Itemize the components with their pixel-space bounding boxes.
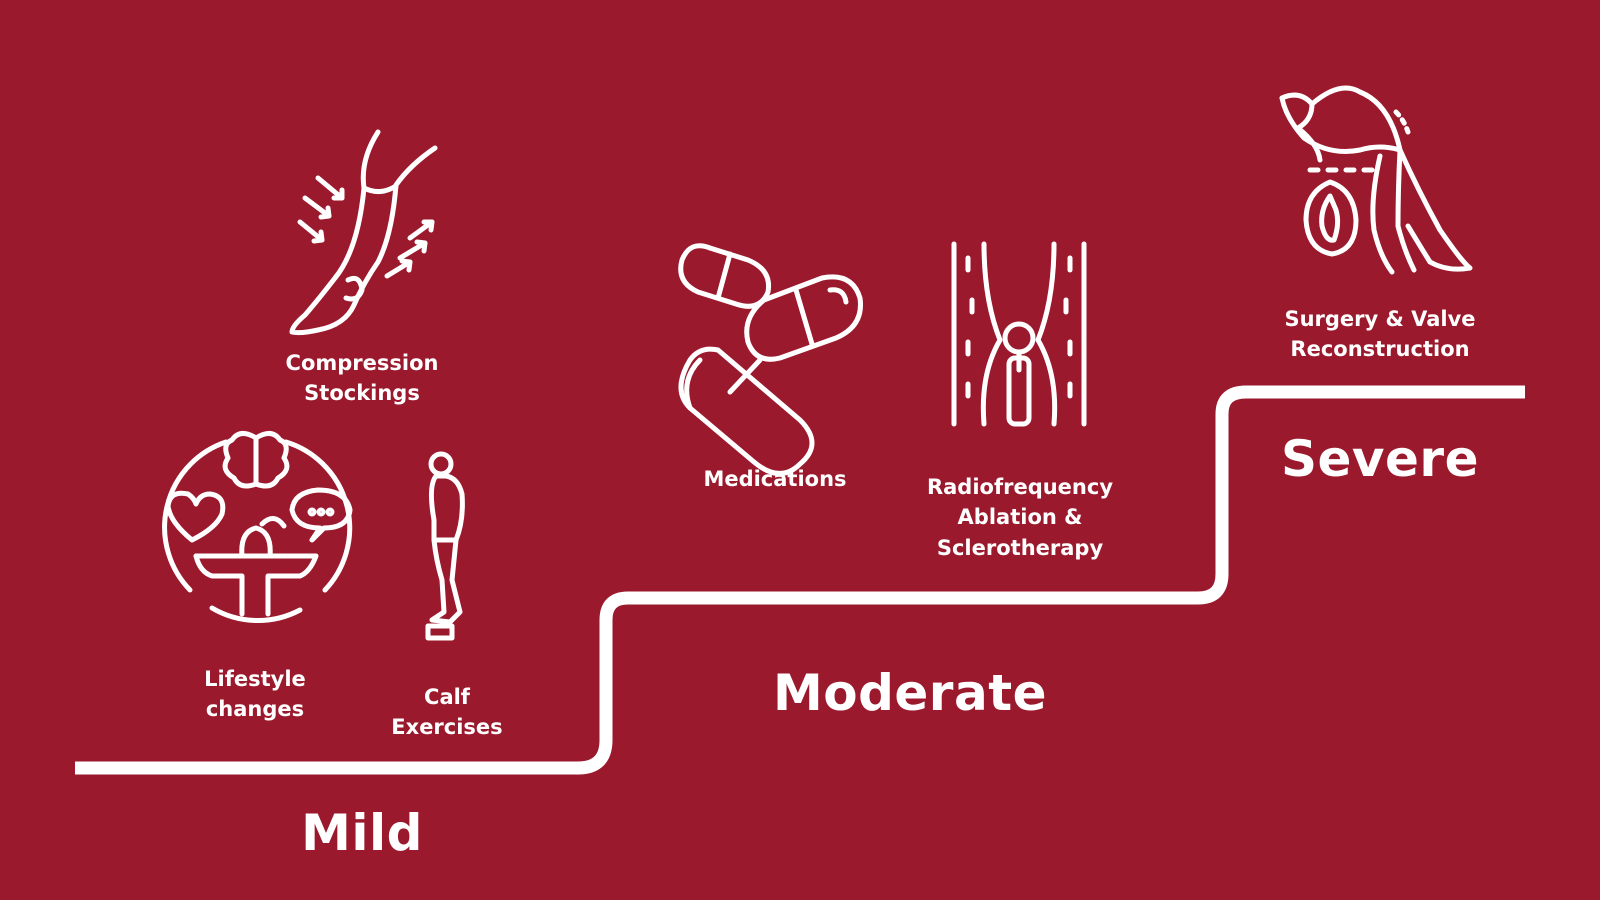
compression-stockings-label: Compression Stockings (262, 348, 462, 409)
calf-label-line2: Exercises (391, 715, 503, 740)
surgery-label-line1: Surgery & Valve (1284, 307, 1476, 331)
compression-label-line2: Stockings (304, 381, 420, 406)
medications-label: Medications (680, 464, 870, 494)
lifestyle-label-line1: Lifestyle (204, 667, 306, 691)
level-mild: Mild (301, 804, 423, 862)
rfa-label-line1: Radiofrequency (926, 475, 1114, 499)
medications-label-line1: Medications (703, 467, 847, 491)
level-severe: Severe (1281, 430, 1479, 488)
calf-label-line1: Calf (424, 685, 470, 709)
lifestyle-label-line2: changes (205, 697, 305, 722)
compression-label-line1: Compression (285, 351, 439, 375)
surgery-valve-label: Surgery & Valve Reconstruction (1260, 304, 1500, 365)
rfa-label-line2: Ablation & (957, 505, 1083, 530)
calf-exercises-label: Calf Exercises (372, 682, 522, 743)
surgery-label-line2: Reconstruction (1290, 337, 1470, 362)
rfa-sclerotherapy-label: Radiofrequency Ablation & Sclerotherapy (900, 472, 1140, 563)
lifestyle-changes-label: Lifestyle changes (170, 664, 340, 725)
level-moderate: Moderate (772, 664, 1048, 722)
rfa-label-line3: Sclerotherapy (936, 535, 1104, 560)
